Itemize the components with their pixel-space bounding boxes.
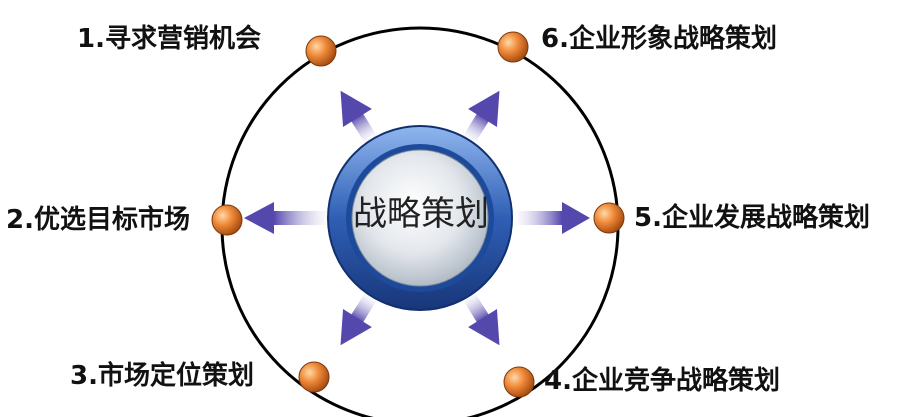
item-label-5: 5.企业发展战略策划: [634, 203, 870, 233]
nodes: [211, 31, 625, 398]
item-label-1: 1.寻求营销机会: [77, 24, 261, 54]
arrows: [244, 90, 590, 346]
arrow-upper-right: [461, 90, 500, 146]
arrow-lower-right: [461, 290, 500, 346]
arrow-upper-left: [340, 90, 379, 146]
item-label-6: 6.企业形象战略策划: [541, 24, 777, 54]
node-4: [503, 366, 535, 398]
center-hub: [327, 125, 513, 311]
node-6: [497, 31, 529, 63]
arrow-left: [244, 202, 332, 234]
center-label: 战略策划: [353, 194, 489, 234]
node-1: [305, 35, 337, 67]
arrow-right: [512, 202, 590, 234]
node-2: [211, 204, 243, 236]
item-label-3: 3.市场定位策划: [70, 361, 254, 391]
node-3: [298, 361, 330, 393]
node-5: [593, 202, 625, 234]
arrow-lower-left: [340, 290, 379, 346]
item-label-2: 2.优选目标市场: [6, 205, 190, 235]
item-label-4: 4.企业竞争战略策划: [544, 366, 780, 396]
